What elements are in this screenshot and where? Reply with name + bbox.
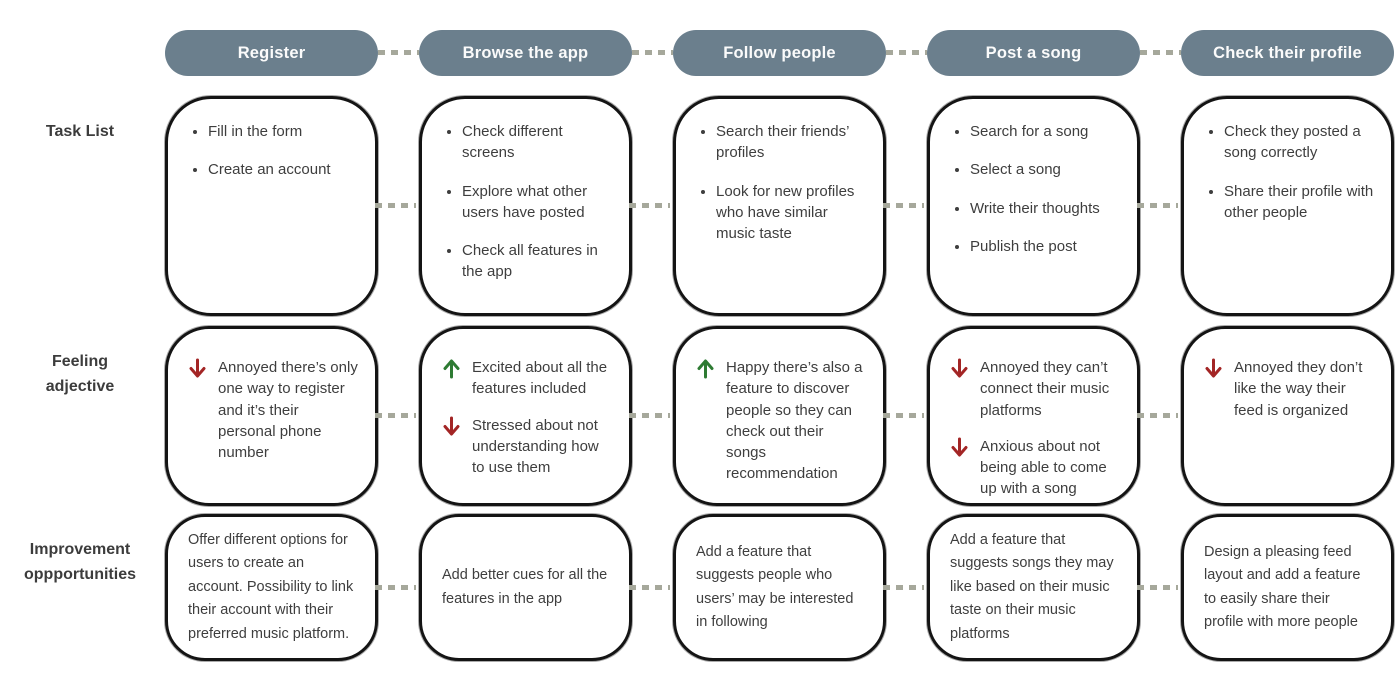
- arrow-up-icon: [697, 359, 714, 379]
- feeling-item: Excited about all the features included: [442, 357, 613, 400]
- task-list-card[interactable]: Search for a song Select a song Write th…: [927, 96, 1178, 316]
- stage-pill-label: Register: [237, 43, 306, 62]
- task-item: Look for new profiles who have similar m…: [716, 181, 867, 245]
- feeling-text: Stressed about not understanding how to …: [472, 416, 599, 477]
- stage-connector: [886, 50, 927, 55]
- feeling-card[interactable]: Happy there’s also a feature to discover…: [673, 326, 924, 506]
- stage-pill-label: Follow people: [723, 43, 836, 62]
- improvement-text: Add a feature that suggests people who u…: [696, 543, 854, 630]
- task-row-connector: [883, 203, 924, 208]
- feeling-text: Anxious about not being able to come up …: [980, 437, 1107, 498]
- feeling-card[interactable]: Annoyed they don’t like the way their fe…: [1181, 326, 1394, 506]
- stage-pill-check-their-profile[interactable]: Check their profile: [1181, 30, 1394, 76]
- feeling-item: Happy there’s also a feature to discover…: [696, 357, 867, 485]
- row-label-gutter: Task List Feeling adjective Improvement …: [0, 30, 165, 675]
- feeling-text: Happy there’s also a feature to discover…: [726, 359, 863, 483]
- task-list: Search for a song Select a song Write th…: [942, 121, 1121, 257]
- task-list: Fill in the form Create an account: [180, 121, 359, 181]
- stage-columns: Register Fill in the form Create an acco…: [165, 30, 1394, 675]
- improvement-text: Design a pleasing feed layout and add a …: [1204, 543, 1361, 630]
- row-label-improvement-opportunities: Improvement oppportunities: [24, 541, 136, 583]
- stage-column-register: Register Fill in the form Create an acco…: [165, 30, 419, 675]
- stage-connector: [1140, 50, 1181, 55]
- improvement-text: Offer different options for users to cre…: [188, 531, 354, 642]
- feeling-row-connector: [629, 413, 670, 418]
- feeling-item: Annoyed they can’t connect their music p…: [950, 357, 1121, 421]
- task-list: Check different screens Explore what oth…: [434, 121, 613, 283]
- improvement-text: Add a feature that suggests songs they m…: [950, 531, 1114, 642]
- stage-pill-label: Browse the app: [462, 43, 589, 62]
- task-row-connector: [629, 203, 670, 208]
- task-item: Create an account: [208, 159, 359, 180]
- stage-column-browse-the-app: Browse the app Check different screens E…: [419, 30, 673, 675]
- arrow-down-icon: [1205, 358, 1222, 378]
- row-label-task-list: Task List: [45, 123, 115, 140]
- stage-pill-post-a-song[interactable]: Post a song: [927, 30, 1181, 76]
- task-list: Search their friends’ profiles Look for …: [688, 121, 867, 244]
- task-item: Publish the post: [970, 236, 1121, 257]
- feeling-item: Stressed about not understanding how to …: [442, 415, 613, 479]
- feeling-text: Annoyed they can’t connect their music p…: [980, 359, 1110, 419]
- task-item: Share their profile with other people: [1224, 181, 1375, 224]
- stage-connector: [632, 50, 673, 55]
- feeling-text: Annoyed there’s only one way to register…: [218, 359, 358, 462]
- stage-pill-browse-the-app[interactable]: Browse the app: [419, 30, 673, 76]
- stage-pill-label: Check their profile: [1213, 43, 1362, 62]
- feeling-row-connector: [883, 413, 924, 418]
- task-list-card[interactable]: Check different screens Explore what oth…: [419, 96, 670, 316]
- stage-column-check-their-profile: Check their profile Check they posted a …: [1181, 30, 1394, 675]
- feeling-item: Anxious about not being able to come up …: [950, 436, 1121, 500]
- feeling-item: Annoyed there’s only one way to register…: [188, 357, 359, 463]
- task-list-card[interactable]: Search their friends’ profiles Look for …: [673, 96, 924, 316]
- improvement-card[interactable]: Add a feature that suggests people who u…: [673, 514, 924, 661]
- feeling-card[interactable]: Annoyed there’s only one way to register…: [165, 326, 416, 506]
- improvement-card[interactable]: Add a feature that suggests songs they m…: [927, 514, 1178, 661]
- arrow-up-icon: [443, 359, 460, 379]
- task-item: Check different screens: [462, 121, 613, 164]
- feeling-item: Annoyed they don’t like the way their fe…: [1204, 357, 1375, 421]
- improvement-row-connector: [375, 584, 416, 590]
- feeling-row-connector: [1137, 413, 1178, 418]
- feeling-text: Annoyed they don’t like the way their fe…: [1234, 359, 1363, 419]
- improvement-row-connector: [629, 584, 670, 590]
- task-item: Search for a song: [970, 121, 1121, 142]
- improvement-card[interactable]: Offer different options for users to cre…: [165, 514, 416, 661]
- task-row-connector: [1137, 203, 1178, 208]
- arrow-down-icon: [951, 437, 968, 457]
- stage-column-follow-people: Follow people Search their friends’ prof…: [673, 30, 927, 675]
- stage-pill-label: Post a song: [985, 43, 1082, 62]
- feeling-row-connector: [375, 413, 416, 418]
- task-item: Select a song: [970, 159, 1121, 180]
- arrow-down-icon: [443, 416, 460, 436]
- task-item: Explore what other users have posted: [462, 181, 613, 224]
- stage-connector: [378, 50, 419, 55]
- improvement-text: Add better cues for all the features in …: [442, 567, 608, 607]
- feeling-card[interactable]: Excited about all the features included …: [419, 326, 670, 506]
- feeling-card[interactable]: Annoyed they can’t connect their music p…: [927, 326, 1178, 506]
- stage-pill-register[interactable]: Register: [165, 30, 419, 76]
- improvement-row-connector: [883, 584, 924, 590]
- task-item: Write their thoughts: [970, 198, 1121, 219]
- task-item: Search their friends’ profiles: [716, 121, 867, 164]
- task-list-card[interactable]: Check they posted a song correctly Share…: [1181, 96, 1394, 316]
- task-item: Fill in the form: [208, 121, 359, 142]
- task-list: Check they posted a song correctly Share…: [1196, 121, 1375, 223]
- improvement-card[interactable]: Design a pleasing feed layout and add a …: [1181, 514, 1394, 661]
- improvement-card[interactable]: Add better cues for all the features in …: [419, 514, 670, 661]
- task-list-card[interactable]: Fill in the form Create an account: [165, 96, 416, 316]
- stage-column-post-a-song: Post a song Search for a song Select a s…: [927, 30, 1181, 675]
- improvement-row-connector: [1137, 584, 1178, 590]
- arrow-down-icon: [951, 358, 968, 378]
- task-row-connector: [375, 203, 416, 208]
- feeling-text: Excited about all the features included: [472, 359, 608, 398]
- task-item: Check they posted a song correctly: [1224, 121, 1375, 164]
- row-label-feeling-adjective: Feeling adjective: [45, 353, 115, 395]
- arrow-down-icon: [189, 358, 206, 378]
- stage-pill-follow-people[interactable]: Follow people: [673, 30, 927, 76]
- task-item: Check all features in the app: [462, 240, 613, 283]
